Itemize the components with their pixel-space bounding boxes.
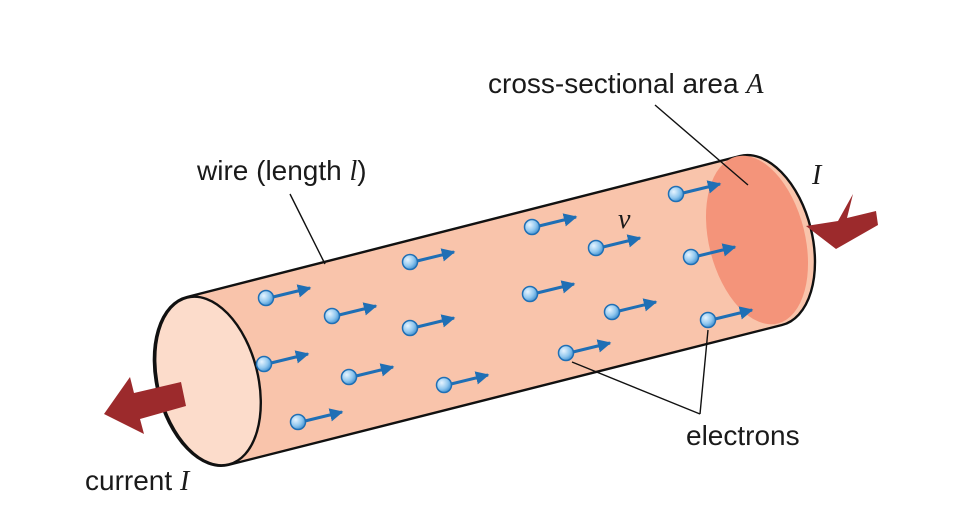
electron bbox=[682, 248, 700, 266]
electron-drift-arrow bbox=[304, 408, 344, 423]
cross-section-face bbox=[705, 155, 809, 325]
electrons-label: electrons bbox=[686, 420, 800, 451]
electron-drift-arrow bbox=[618, 298, 658, 313]
electron bbox=[340, 368, 358, 386]
electron-drift-arrow bbox=[272, 284, 312, 299]
electron bbox=[587, 239, 605, 257]
electron bbox=[255, 355, 273, 373]
electrons-leader-line-2 bbox=[699, 329, 709, 415]
electron-drift-arrow bbox=[416, 314, 456, 329]
electron-drift-arrow bbox=[536, 280, 576, 295]
electron bbox=[401, 319, 419, 337]
electron bbox=[699, 311, 717, 329]
electron bbox=[521, 285, 539, 303]
electrons-leader-line-1 bbox=[571, 361, 701, 415]
area-leader-line bbox=[654, 104, 749, 186]
electron bbox=[323, 307, 341, 325]
electron bbox=[257, 289, 275, 307]
velocity-label: v bbox=[618, 204, 631, 235]
electrons-group bbox=[255, 180, 754, 431]
current-right-label: I bbox=[811, 160, 823, 191]
electron bbox=[435, 376, 453, 394]
electron-drift-arrow bbox=[355, 363, 395, 378]
electron bbox=[603, 303, 621, 321]
electron-drift-arrow bbox=[416, 248, 456, 263]
electron-drift-arrow bbox=[538, 213, 578, 228]
wire-leader-line bbox=[289, 193, 326, 265]
electron-drift-arrow bbox=[714, 306, 754, 321]
electron bbox=[289, 413, 307, 431]
electron-drift-arrow bbox=[270, 350, 310, 365]
electron bbox=[557, 344, 575, 362]
electron bbox=[667, 185, 685, 203]
current-arrow-right bbox=[806, 194, 878, 249]
electron-drift-arrow bbox=[697, 243, 737, 258]
wire-label: wire (length l) bbox=[196, 155, 367, 187]
electron-drift-arrow bbox=[572, 339, 612, 354]
cross-sectional-area-label: cross-sectional area A bbox=[488, 68, 764, 100]
electron bbox=[523, 218, 541, 236]
electron-drift-arrow bbox=[338, 302, 378, 317]
electron-drift-arrow bbox=[450, 371, 490, 386]
electron-drift-arrow bbox=[602, 234, 642, 249]
electron-drift-arrow bbox=[682, 180, 722, 195]
current-arrow-left bbox=[104, 377, 186, 434]
current-label: current I bbox=[85, 465, 191, 497]
electron bbox=[401, 253, 419, 271]
